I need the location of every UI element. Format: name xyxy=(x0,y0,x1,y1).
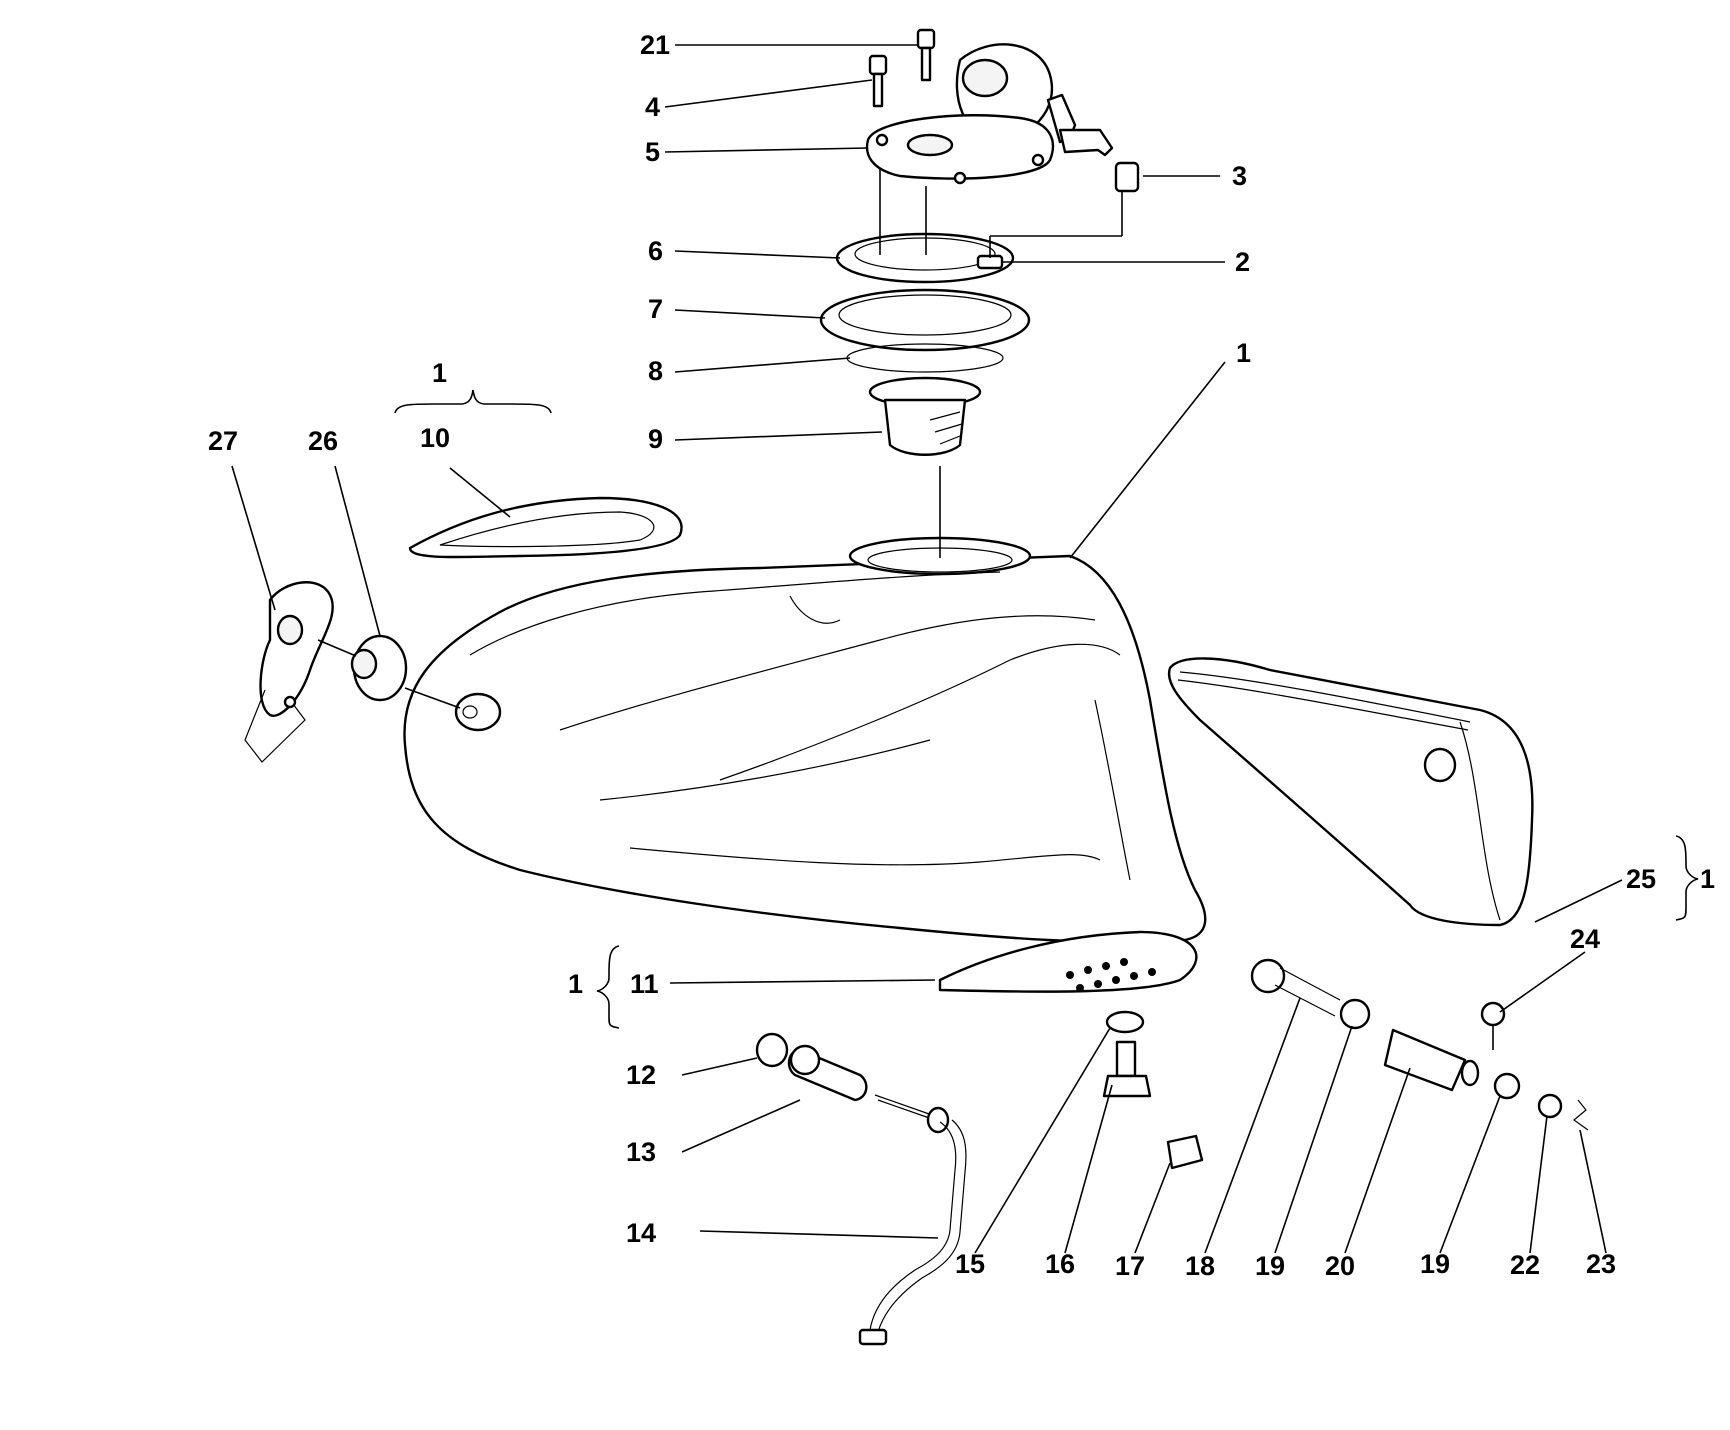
callout-7: 7 xyxy=(648,294,663,324)
callout-22: 22 xyxy=(1510,1250,1540,1280)
callout-1-group-top: 1 xyxy=(432,358,447,388)
filler-cap-assembly xyxy=(819,28,1140,558)
part-25-side-panel xyxy=(1167,657,1534,927)
callout-26: 26 xyxy=(308,426,338,456)
callout-20: 20 xyxy=(1325,1251,1355,1281)
callout-6: 6 xyxy=(648,236,663,266)
leader-lines xyxy=(231,44,1699,1254)
callout-25: 25 xyxy=(1626,864,1656,894)
callout-1-group-right: 1 xyxy=(1700,864,1715,894)
parts-12-14-mount xyxy=(755,1032,967,1346)
callout-labels: 21 4 5 3 6 2 7 8 1 9 1 10 27 26 25 1 24 … xyxy=(208,30,1715,1281)
callout-17: 17 xyxy=(1115,1251,1145,1281)
callout-3: 3 xyxy=(1232,161,1247,191)
callout-19b: 19 xyxy=(1420,1249,1450,1279)
callout-27: 27 xyxy=(208,426,238,456)
callout-10: 10 xyxy=(420,423,450,453)
callout-24: 24 xyxy=(1570,924,1600,954)
part-11-plate xyxy=(938,930,1198,993)
callout-1-tank: 1 xyxy=(1236,338,1251,368)
parts-15-24-hardware xyxy=(1102,958,1589,1170)
fuel-tank xyxy=(403,536,1207,944)
callout-12: 12 xyxy=(626,1060,656,1090)
callout-16: 16 xyxy=(1045,1249,1075,1279)
callout-8: 8 xyxy=(648,356,663,386)
callout-19a: 19 xyxy=(1255,1251,1285,1281)
callout-13: 13 xyxy=(626,1137,656,1167)
callout-21: 21 xyxy=(640,30,670,60)
callout-1-group-left: 1 xyxy=(568,969,583,999)
callout-11: 11 xyxy=(630,969,659,999)
callout-18: 18 xyxy=(1185,1251,1215,1281)
part-10-trim xyxy=(408,496,683,559)
callout-14: 14 xyxy=(626,1218,656,1248)
callout-4: 4 xyxy=(645,92,660,122)
callout-15: 15 xyxy=(955,1249,985,1279)
callout-2: 2 xyxy=(1235,247,1250,277)
callout-9: 9 xyxy=(648,424,663,454)
callout-23: 23 xyxy=(1586,1249,1616,1279)
callout-5: 5 xyxy=(645,137,660,167)
parts-26-27-strap xyxy=(244,581,461,763)
